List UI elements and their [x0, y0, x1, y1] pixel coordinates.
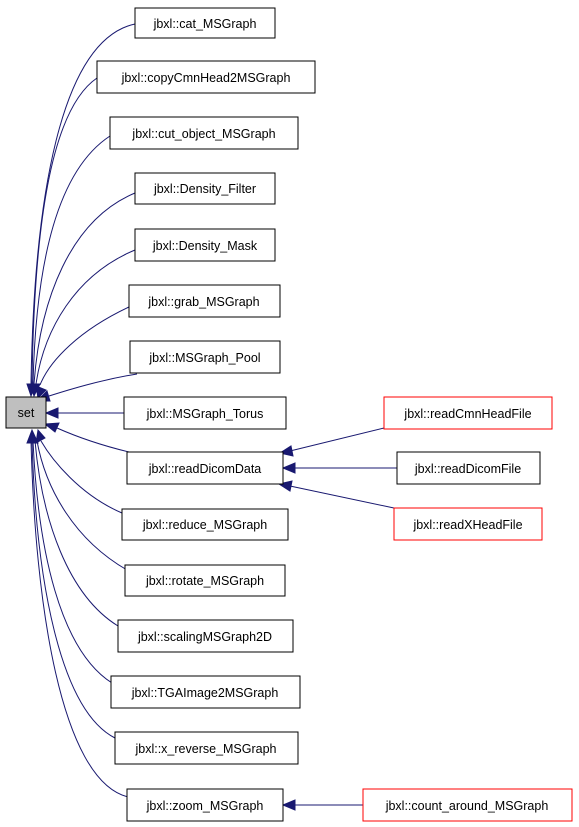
node-label: jbxl::x_reverse_MSGraph	[134, 742, 276, 756]
arrowhead-grab	[35, 385, 47, 400]
node-label: jbxl::cat_MSGraph	[153, 17, 257, 31]
edge-cut-to-set	[32, 135, 111, 385]
node-density-filter[interactable]: jbxl::Density_Filter	[134, 172, 276, 205]
node-msgraph-pool[interactable]: jbxl::MSGraph_Pool	[129, 340, 281, 374]
edge-xrev-to-set	[31, 440, 116, 739]
edge-readcmn-to-readdicom	[289, 427, 385, 452]
node-tgaimage2msgraph[interactable]: jbxl::TGAImage2MSGraph	[110, 675, 301, 709]
node-label: jbxl::reduce_MSGraph	[142, 518, 267, 532]
node-label: jbxl::MSGraph_Pool	[148, 351, 260, 365]
node-label: jbxl::rotate_MSGraph	[145, 574, 264, 588]
node-count-around-msgraph[interactable]: jbxl::count_around_MSGraph	[362, 788, 573, 822]
nodes: set jbxl::cat_MSGraph jbxl::copyCmnHead2…	[5, 7, 573, 822]
edge-zoom-to-set	[30, 440, 129, 798]
node-label: jbxl::cut_object_MSGraph	[131, 127, 275, 141]
node-label: jbxl::readDicomData	[148, 462, 262, 476]
node-label: jbxl::readDicomFile	[414, 462, 521, 476]
arrowhead-readdicom	[43, 422, 60, 433]
node-readdicomfile[interactable]: jbxl::readDicomFile	[396, 451, 541, 485]
edge-copy-to-set	[31, 77, 98, 385]
node-label: jbxl::readXHeadFile	[412, 518, 522, 532]
edge-dfilter-to-set	[33, 192, 136, 385]
arrowhead-torus	[44, 407, 59, 419]
node-readcmnheadfile[interactable]: jbxl::readCmnHeadFile	[383, 396, 553, 430]
node-copycmnhead2msgraph[interactable]: jbxl::copyCmnHead2MSGraph	[96, 60, 316, 94]
edge-rotate-to-set	[36, 440, 128, 571]
node-zoom-msgraph[interactable]: jbxl::zoom_MSGraph	[126, 788, 284, 822]
edge-readdicom-to-set	[56, 427, 130, 453]
arrowhead-reduce	[35, 428, 46, 444]
node-label: jbxl::readCmnHeadFile	[403, 407, 531, 421]
node-scalingmsgraph2d[interactable]: jbxl::scalingMSGraph2D	[117, 619, 294, 653]
node-label: jbxl::scalingMSGraph2D	[137, 630, 272, 644]
edge-cat-to-set	[30, 23, 136, 385]
node-label: jbxl::count_around_MSGraph	[385, 799, 549, 813]
node-set[interactable]: set	[5, 396, 47, 429]
arrowhead-readdicomfile	[281, 462, 296, 474]
edge-scaling-to-set	[34, 440, 119, 627]
node-label: jbxl::grab_MSGraph	[147, 295, 259, 309]
node-readxheadfile[interactable]: jbxl::readXHeadFile	[393, 507, 543, 541]
edge-pool-to-set	[48, 373, 138, 397]
node-cut-object-msgraph[interactable]: jbxl::cut_object_MSGraph	[109, 116, 299, 150]
node-msgraph-torus[interactable]: jbxl::MSGraph_Torus	[123, 396, 287, 430]
edges	[30, 23, 397, 806]
node-grab-msgraph[interactable]: jbxl::grab_MSGraph	[128, 284, 281, 318]
node-x-reverse-msgraph[interactable]: jbxl::x_reverse_MSGraph	[114, 731, 299, 765]
edge-tga-to-set	[32, 440, 113, 684]
node-label: set	[18, 406, 35, 420]
node-label: jbxl::Density_Mask	[152, 239, 258, 253]
node-label: jbxl::copyCmnHead2MSGraph	[121, 71, 291, 85]
arrowhead-countaround	[281, 799, 296, 811]
edge-reduce-to-set	[40, 440, 123, 514]
arrowhead-bottom-cluster	[26, 428, 39, 444]
node-cat-msgraph[interactable]: jbxl::cat_MSGraph	[134, 7, 276, 39]
node-density-mask[interactable]: jbxl::Density_Mask	[134, 228, 276, 262]
edge-grab-to-set	[39, 306, 130, 386]
node-reduce-msgraph[interactable]: jbxl::reduce_MSGraph	[121, 508, 289, 541]
node-rotate-msgraph[interactable]: jbxl::rotate_MSGraph	[124, 564, 286, 597]
node-label: jbxl::TGAImage2MSGraph	[131, 686, 279, 700]
edge-dmask-to-set	[35, 249, 136, 385]
node-label: jbxl::MSGraph_Torus	[146, 407, 264, 421]
node-label: jbxl::Density_Filter	[153, 182, 256, 196]
node-label: jbxl::zoom_MSGraph	[146, 799, 264, 813]
node-readdicomdata[interactable]: jbxl::readDicomData	[126, 451, 284, 485]
edge-readxhead-to-readdicom	[289, 485, 395, 509]
